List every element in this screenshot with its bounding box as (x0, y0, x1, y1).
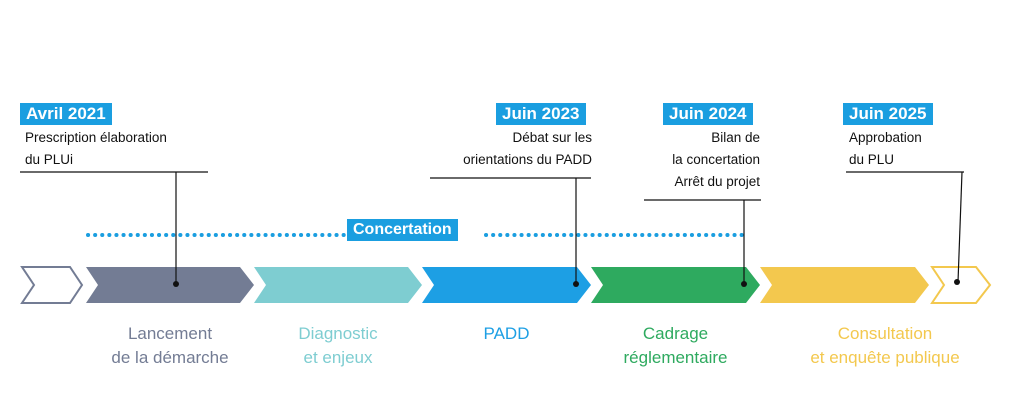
phase-arrow-consultation (760, 267, 929, 303)
phase-1-line-1: Lancement (127, 324, 213, 343)
milestone-1-date: Avril 2021 (20, 103, 112, 125)
phase-arrow-lancement (86, 267, 254, 303)
concertation-badge: Concertation (347, 219, 458, 241)
start-chevron-outline (20, 266, 84, 304)
milestone-3-desc: Bilan de la concertation Arrêt du projet (672, 127, 760, 193)
milestone-3-line-3: Arrêt du projet (674, 174, 760, 189)
phase-5-line-2: et enquête publique (810, 348, 960, 367)
milestone-4-dot (954, 279, 960, 285)
milestone-4-line-2: du PLU (849, 152, 895, 167)
milestone-2-desc: Débat sur les orientations du PADD (463, 127, 592, 171)
phase-4-line-1: Cadrage (642, 324, 709, 343)
milestone-3-line-2: la concertation (672, 152, 760, 167)
phase-5-line-1: Consultation (837, 324, 933, 343)
end-chevron-outline (930, 266, 992, 304)
phase-4-line-2: réglementaire (623, 348, 728, 367)
phase-2-line-1: Diagnostic (298, 324, 378, 343)
milestone-2-line-2: orientations du PADD (463, 152, 592, 167)
milestone-3-date: Juin 2024 (663, 103, 753, 125)
phase-label-padd: PADD (422, 322, 591, 346)
milestone-4-line-1: Approbation (849, 130, 922, 145)
milestone-2-date: Juin 2023 (496, 103, 586, 125)
milestone-1-line-2: du PLUi (25, 152, 74, 167)
milestone-4-connector (957, 171, 963, 283)
milestone-1-desc: Prescription élaboration du PLUi (25, 127, 167, 171)
milestone-3-dot (741, 281, 747, 287)
milestone-4-desc: Approbation du PLU (849, 127, 922, 171)
phase-label-consultation: Consultation et enquête publique (790, 322, 980, 370)
milestone-3-line-1: Bilan de (711, 130, 760, 145)
milestone-1-line-1: Prescription élaboration (25, 130, 167, 145)
phase-label-lancement: Lancement de la démarche (86, 322, 254, 370)
phase-3-line-1: PADD (483, 324, 530, 343)
phase-label-diagnostic: Diagnostic et enjeux (254, 322, 422, 370)
milestone-2-dot (573, 281, 579, 287)
phase-label-cadrage: Cadrage réglementaire (591, 322, 760, 370)
phase-arrow-cadrage (591, 267, 760, 303)
phase-1-line-2: de la démarche (111, 348, 229, 367)
milestone-2-line-1: Débat sur les (512, 130, 592, 145)
phase-2-line-2: et enjeux (303, 348, 373, 367)
phase-arrow-padd (422, 267, 591, 303)
milestone-1-dot (173, 281, 179, 287)
milestone-4-date: Juin 2025 (843, 103, 933, 125)
phase-arrow-diagnostic (254, 267, 422, 303)
